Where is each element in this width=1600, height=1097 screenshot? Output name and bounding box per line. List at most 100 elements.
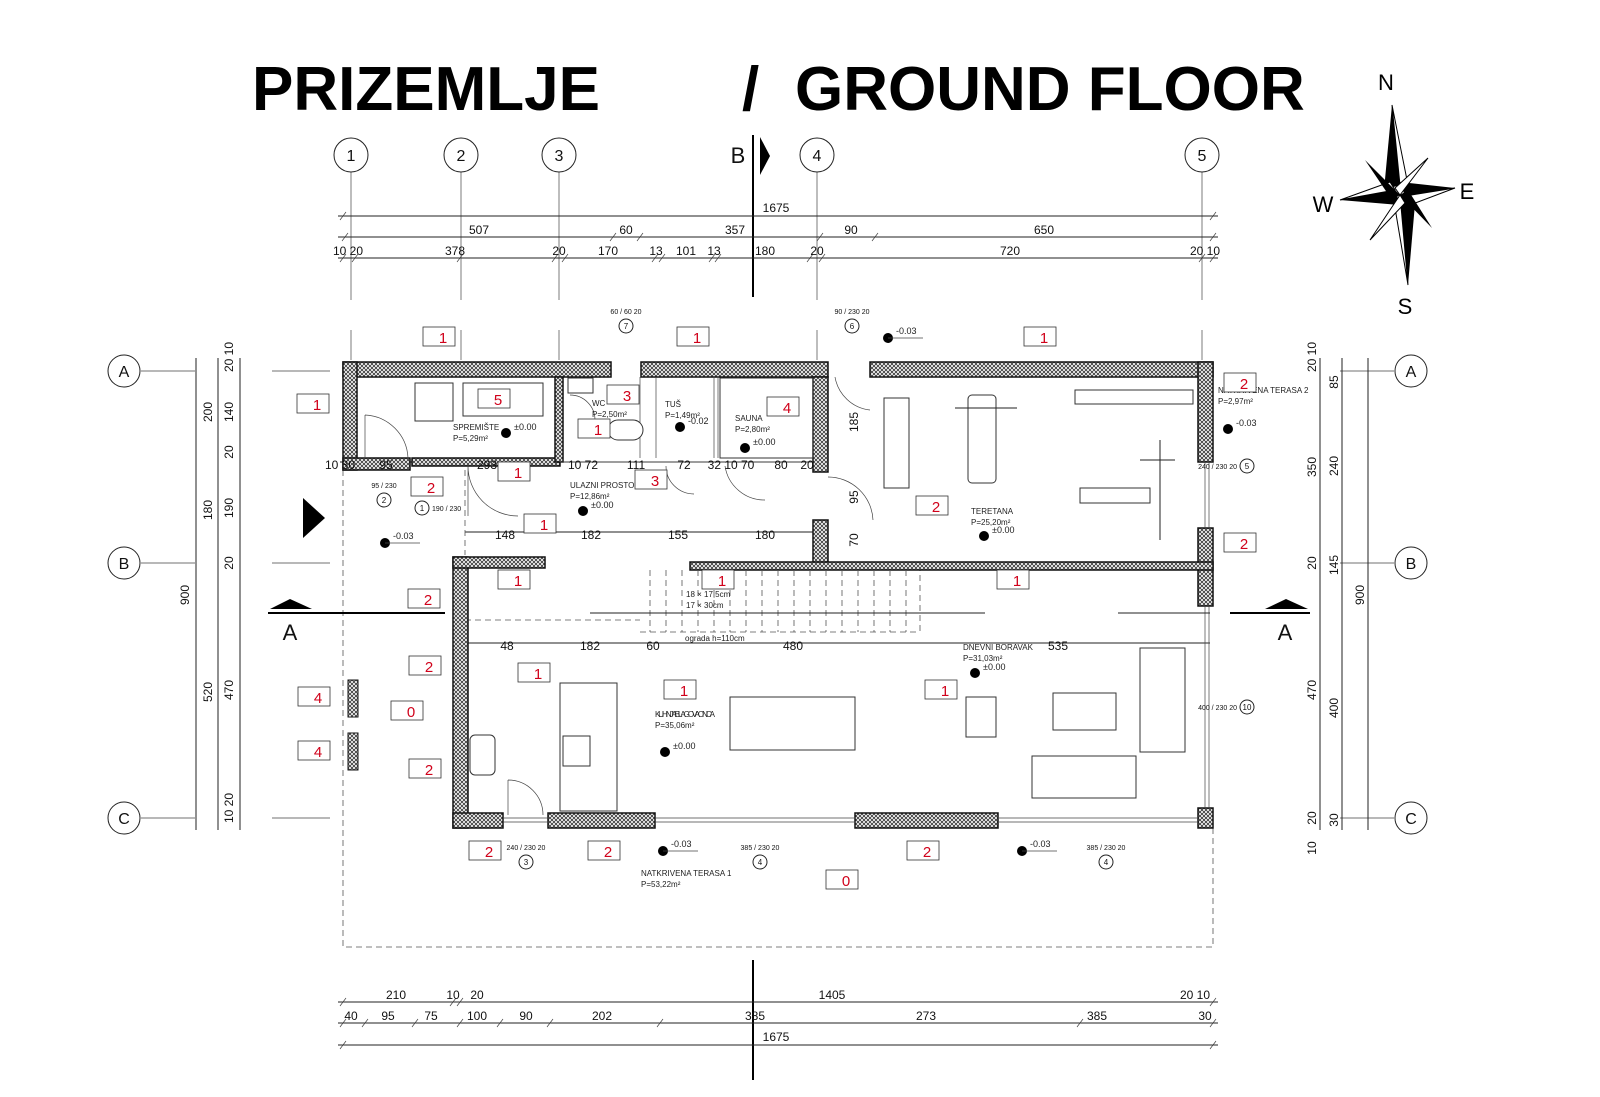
grid-axis-marker bbox=[799, 137, 835, 173]
dimension-label: 400 bbox=[1327, 698, 1341, 718]
dimension-label: 20 bbox=[1305, 556, 1319, 570]
dimension-label: 30 bbox=[1327, 813, 1341, 827]
element-tag-number: 3 bbox=[651, 473, 659, 490]
dimension-label: 357 bbox=[725, 223, 745, 237]
grid-row-label: C bbox=[118, 811, 130, 828]
dimension-label: 145 bbox=[1327, 555, 1341, 575]
grid-column-label: 2 bbox=[457, 148, 466, 165]
exterior-level: -0.03 bbox=[1030, 839, 1051, 849]
grid-axis-marker bbox=[541, 137, 577, 173]
room-area: P=2,50m² bbox=[592, 410, 627, 419]
dimension-label: 13 bbox=[649, 244, 663, 258]
opening-marker bbox=[752, 854, 768, 870]
room-area: P=5,29m² bbox=[453, 434, 488, 443]
opening-dimensions: 240 / 230 20 bbox=[1198, 464, 1237, 471]
element-tag bbox=[297, 740, 331, 761]
element-tag bbox=[497, 461, 531, 482]
grid-axis-marker bbox=[107, 801, 141, 835]
level-marker-icon bbox=[979, 531, 989, 541]
grid-column-label: 4 bbox=[813, 148, 822, 165]
element-tag bbox=[297, 686, 331, 707]
opening-marker bbox=[518, 854, 534, 870]
element-tag bbox=[517, 662, 551, 683]
compass-n: N bbox=[1378, 70, 1394, 95]
element-tag bbox=[577, 418, 611, 439]
opening-marker bbox=[844, 318, 860, 334]
element-tag bbox=[676, 326, 710, 347]
dimension-label: 10 20 bbox=[333, 244, 363, 258]
grid-lines bbox=[141, 172, 1394, 819]
element-tag bbox=[422, 326, 456, 347]
grid-axis-marker bbox=[1184, 137, 1220, 173]
element-tag bbox=[701, 569, 735, 590]
element-tag bbox=[606, 384, 640, 405]
element-tag-number: 3 bbox=[623, 388, 631, 405]
opening-number: 3 bbox=[524, 858, 529, 867]
exterior-level: -0.03 bbox=[896, 326, 917, 336]
dimension-label: 273 bbox=[916, 1009, 936, 1023]
dimension-label: 20 bbox=[470, 988, 484, 1002]
opening-dimensions: 60 / 60 20 bbox=[610, 309, 641, 316]
element-tag bbox=[390, 700, 424, 721]
element-tag-number: 2 bbox=[425, 659, 433, 676]
element-tag bbox=[1023, 326, 1057, 347]
room-name: TERETANA bbox=[971, 507, 1014, 516]
grid-column-label: 1 bbox=[347, 148, 356, 165]
section-a-right-arrow-icon bbox=[1265, 599, 1308, 609]
dimension-label: 60 bbox=[646, 639, 660, 653]
dimension-label: 101 bbox=[676, 244, 696, 258]
element-tag bbox=[477, 388, 511, 409]
dimension-label: 1675 bbox=[763, 201, 790, 215]
opening-number: 4 bbox=[758, 858, 763, 867]
level-marker-icon bbox=[675, 422, 685, 432]
dimension-label: 180 bbox=[755, 244, 775, 258]
room-level: -0.03 bbox=[1236, 418, 1257, 428]
element-tag-number: 1 bbox=[941, 683, 949, 700]
element-tag bbox=[996, 569, 1030, 590]
grid-column-label: 3 bbox=[555, 148, 564, 165]
dimension-label: 10 30 bbox=[325, 458, 355, 472]
exterior-level: -0.03 bbox=[393, 531, 414, 541]
dimension-label: 30 bbox=[1198, 1009, 1212, 1023]
section-a-right-label: A bbox=[1278, 620, 1293, 645]
level-marker-icon bbox=[740, 443, 750, 453]
element-tag-number: 2 bbox=[1240, 536, 1248, 553]
element-tag bbox=[1223, 532, 1257, 553]
element-tag-number: 1 bbox=[514, 573, 522, 590]
entrance-arrow-icon bbox=[303, 498, 325, 538]
element-tag bbox=[408, 655, 442, 676]
dimension-label: 10 72 bbox=[568, 458, 598, 472]
dimension-label: 182 bbox=[581, 528, 601, 542]
dimension-label: 190 bbox=[222, 498, 236, 518]
compass-w: W bbox=[1313, 192, 1334, 217]
opening-marker bbox=[414, 500, 430, 516]
dimension-label: 350 bbox=[1305, 457, 1319, 477]
opening-number: 1 bbox=[420, 504, 425, 513]
room-name: NATKRIVENA TERASA 1 bbox=[641, 869, 732, 878]
dimension-label: 470 bbox=[222, 680, 236, 700]
element-tag-number: 1 bbox=[313, 397, 321, 414]
room-level: ±0.00 bbox=[983, 662, 1005, 672]
opening-dimensions: 95 / 230 bbox=[371, 483, 396, 490]
section-a-left-arrow-icon bbox=[270, 599, 312, 609]
grid-row-label: A bbox=[1406, 364, 1417, 381]
grid-axis-marker bbox=[1394, 801, 1428, 835]
element-tag bbox=[407, 588, 441, 609]
element-tag bbox=[523, 513, 557, 534]
dimension-label: 140 bbox=[222, 402, 236, 422]
compass-e: E bbox=[1460, 179, 1475, 204]
opening-marker bbox=[1239, 458, 1255, 474]
dimension-label: 1405 bbox=[819, 988, 846, 1002]
dimension-label: 1675 bbox=[763, 1030, 790, 1044]
element-tag bbox=[587, 840, 621, 861]
element-tag bbox=[906, 840, 940, 861]
compass-rose-icon bbox=[1339, 104, 1456, 286]
dimension-label: 535 bbox=[1048, 639, 1068, 653]
exterior-level: -0.03 bbox=[671, 839, 692, 849]
element-tag bbox=[634, 469, 668, 490]
dimension-label: 507 bbox=[469, 223, 489, 237]
room-name: WC bbox=[592, 399, 606, 408]
interior-partitions bbox=[503, 377, 1210, 823]
opening-marker bbox=[1098, 854, 1114, 870]
